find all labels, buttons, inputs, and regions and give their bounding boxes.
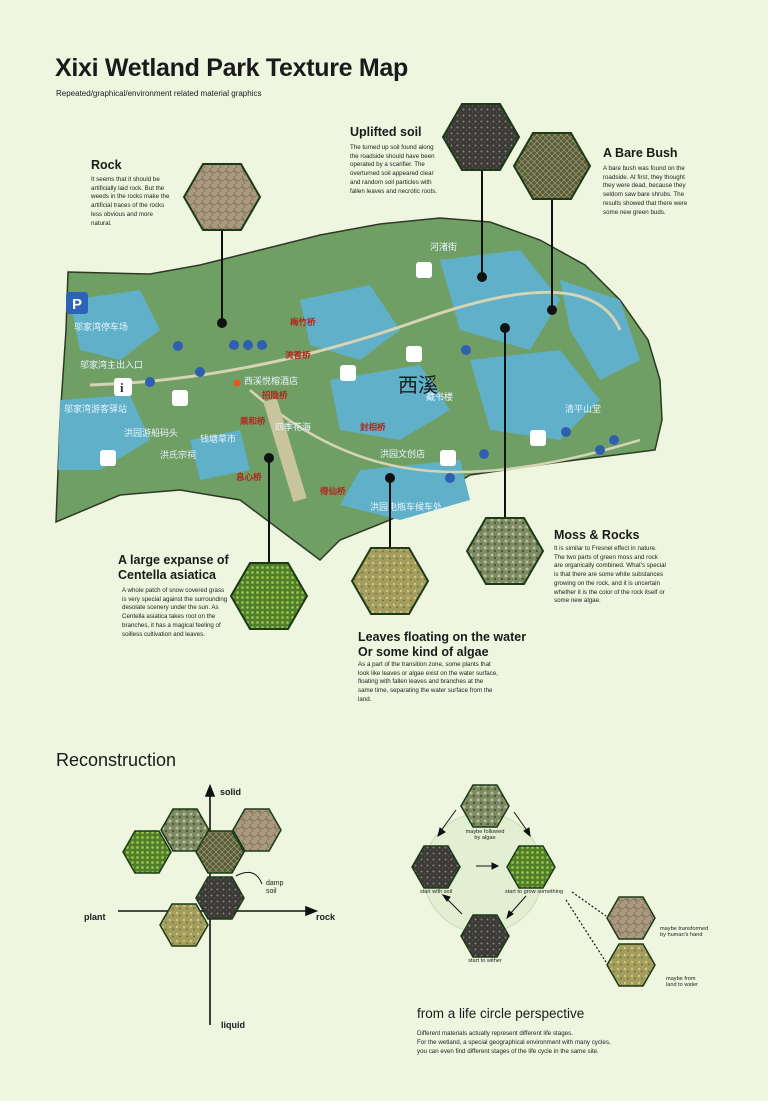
axis-label-liquid: liquid: [221, 1020, 245, 1030]
moss-description: It is similar to Fresnel effect in natur…: [554, 545, 666, 605]
info-icon: i: [114, 378, 132, 396]
rock-description: It seems that it should be artificially …: [91, 176, 170, 227]
leaves-heading-2: Or some kind of algae: [358, 645, 489, 659]
bare-bush-heading: A Bare Bush: [603, 146, 678, 160]
lifecircle-line-1: Different materials actually represent d…: [417, 1030, 573, 1037]
map-logo-xixi: 西溪: [398, 373, 438, 397]
reconstruction-heading: Reconstruction: [56, 750, 177, 770]
map-bridge-2: 流香桥: [285, 350, 311, 361]
cycle-hex-wither: [460, 914, 510, 958]
map-label-shuttle-stop: 洪园电瓶车候车处: [370, 501, 442, 513]
map-label-library: 藏书楼: [426, 391, 453, 403]
page-subtitle: Repeated/graphical/environment related m…: [56, 89, 262, 98]
cycle-hex-grow: [506, 845, 556, 889]
map-label-street: 河渚街: [430, 241, 457, 253]
leaves-description: As a part of the transition zone, some p…: [358, 661, 498, 703]
cycle-hex-soil: [411, 845, 461, 889]
axis-hex-algae: [159, 903, 209, 947]
moss-texture-hex: [465, 517, 545, 585]
leader-lines: [217, 168, 557, 570]
map-bridge-3: 招隐桥: [262, 390, 288, 401]
uplifted-soil-heading: Uplifted soil: [350, 125, 422, 139]
bare-bush-description: A bare bush was found on the roadside. A…: [603, 165, 688, 216]
map-label-hotel: 西溪悦榕酒店: [244, 375, 298, 387]
map-bridge-5: 封相桥: [360, 422, 386, 433]
cycle-hex-rock: [606, 896, 656, 940]
lifecircle-line-2: For the wetland, a special geographical …: [417, 1039, 611, 1055]
map-label-parking: 邬家湾停车场: [74, 321, 128, 333]
page-title: Xixi Wetland Park Texture Map: [55, 54, 408, 82]
centella-heading-2: Centella asiatica: [118, 568, 216, 582]
map-bridge-7: 得仙桥: [319, 486, 346, 497]
location-pin-icon: [233, 379, 241, 387]
parking-icon: P: [66, 292, 88, 314]
axis-label-rock: rock: [316, 912, 336, 922]
rock-heading: Rock: [91, 158, 122, 172]
uplifted-soil-texture-hex: [441, 103, 521, 171]
centella-heading-1: A large expanse of: [118, 553, 229, 567]
cycle-label-bottom: start to wither: [468, 958, 502, 964]
rock-texture-hex: [182, 163, 262, 231]
map-label-hall: 清平山堂: [565, 403, 601, 415]
bare-bush-texture-hex: [512, 132, 592, 200]
cycle-hex-algae2: [606, 943, 656, 987]
damp-soil-arrow: [235, 871, 263, 885]
cycle-label-human: maybe transformed by human's hand: [660, 926, 709, 938]
map-label-flower-sea: 四季花海: [275, 421, 311, 433]
map-label-boat-dock: 洪园游船码头: [124, 427, 178, 439]
cycle-label-right: start to grow something: [504, 889, 564, 895]
map-label-main-entrance: 邬家湾主出入口: [80, 359, 143, 371]
svg-text:i: i: [120, 380, 124, 395]
cycle-label-water: maybe from land to water: [666, 976, 699, 988]
cycle-dashed-branches: [565, 891, 607, 963]
map-bridge-4: 乘和桥: [239, 416, 266, 427]
axis-label-plant: plant: [84, 912, 106, 922]
axis-hex-centella: [122, 830, 172, 874]
map-label-visitor-station: 邬家湾游客驿站: [64, 403, 127, 415]
axis-hex-rock: [232, 808, 282, 852]
map-label-shop: 洪园文创店: [380, 448, 425, 460]
map-number-markers: [145, 340, 619, 483]
cycle-hex-algae: [460, 784, 510, 828]
map-label-ancestral-hall: 洪氏宗祠: [160, 449, 196, 461]
axis-label-solid: solid: [220, 787, 242, 797]
cycle-arrows: [437, 809, 531, 920]
axis-hex-bush: [195, 830, 245, 874]
damp-soil-label: damp soil: [266, 880, 284, 895]
algae-texture-hex: [350, 547, 430, 615]
lifecircle-heading: from a life circle perspective: [417, 1006, 585, 1021]
centella-texture-hex: [229, 562, 309, 630]
cafe-icon: [172, 346, 456, 466]
svg-text:P: P: [72, 296, 82, 313]
leaves-heading-1: Leaves floating on the water: [358, 630, 527, 644]
moss-heading: Moss & Rocks: [554, 528, 640, 542]
centella-description: A whole patch of snow covered grass is v…: [122, 587, 228, 638]
cycle-label-top: maybe followed by algae: [465, 829, 505, 841]
cycle-label-left: start with soil: [419, 889, 453, 895]
toilet-icon: [100, 262, 546, 466]
axis-hex-soil: [195, 876, 245, 920]
uplifted-soil-description: The turned up soil found along the roads…: [350, 144, 438, 195]
map-bridge-6: 息心桥: [236, 472, 262, 483]
map-bridge-1: 梅竹桥: [290, 317, 316, 328]
map-label-qiantang-market: 钱塘草市: [200, 433, 236, 445]
